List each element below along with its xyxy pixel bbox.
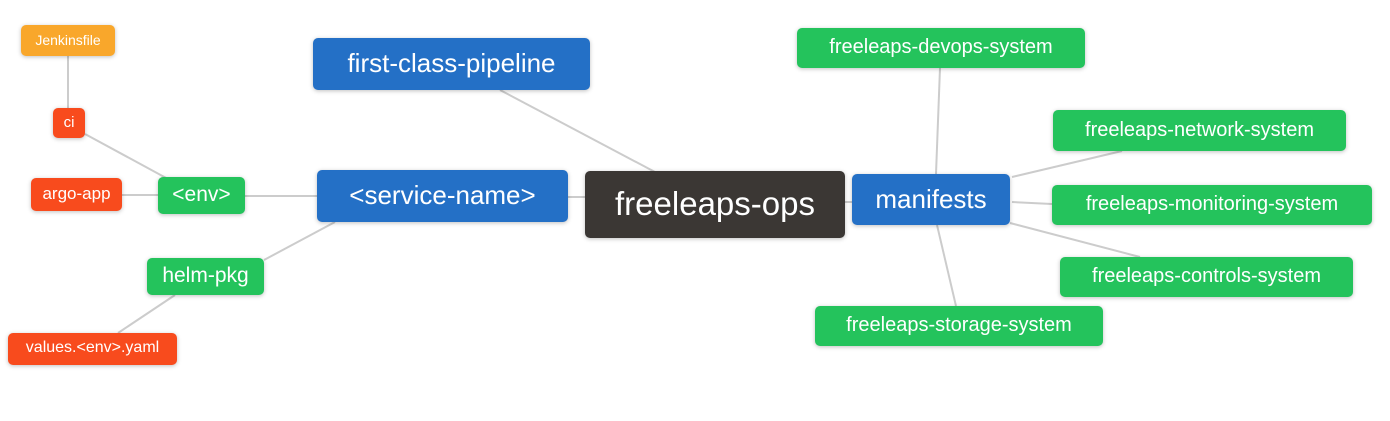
node-freeleaps-ops[interactable]: freeleaps-ops (585, 171, 845, 238)
node-freeleaps-monitoring-system[interactable]: freeleaps-monitoring-system (1052, 185, 1372, 225)
node-label-helm-pkg: helm-pkg (162, 264, 249, 287)
node-label-values-env-yaml: values.<env>.yaml (25, 339, 160, 356)
node-freeleaps-storage-system[interactable]: freeleaps-storage-system (815, 306, 1103, 346)
node-manifests[interactable]: manifests (852, 174, 1010, 225)
node-label-first-class-pipeline: first-class-pipeline (347, 48, 556, 78)
node-jenkinsfile[interactable]: Jenkinsfile (21, 25, 115, 56)
node-label-argo-app: argo-app (42, 184, 111, 203)
edge-manifests-to-freeleaps-controls-system (1009, 222, 1141, 258)
node-env[interactable]: <env> (158, 177, 245, 214)
node-label-manifests: manifests (875, 183, 987, 214)
node-label-freeleaps-storage-system: freeleaps-storage-system (846, 314, 1072, 336)
edge-ci-to-env (84, 133, 169, 180)
node-argo-app[interactable]: argo-app (31, 178, 122, 211)
node-label-service-name: <service-name> (349, 180, 536, 210)
node-label-freeleaps-monitoring-system: freeleaps-monitoring-system (1085, 193, 1339, 215)
edge-helm-pkg-to-values-env-yaml (117, 294, 176, 334)
node-label-freeleaps-controls-system: freeleaps-controls-system (1092, 265, 1321, 287)
node-freeleaps-network-system[interactable]: freeleaps-network-system (1053, 110, 1346, 151)
node-label-freeleaps-devops-system: freeleaps-devops-system (829, 36, 1053, 58)
node-service-name[interactable]: <service-name> (317, 170, 568, 222)
node-freeleaps-controls-system[interactable]: freeleaps-controls-system (1060, 257, 1353, 297)
edge-manifests-to-freeleaps-network-system (1011, 150, 1123, 178)
node-helm-pkg[interactable]: helm-pkg (147, 258, 264, 295)
node-label-jenkinsfile: Jenkinsfile (35, 31, 101, 48)
edge-manifests-to-freeleaps-storage-system (936, 224, 957, 307)
node-label-ci: ci (63, 113, 75, 131)
edge-service-name-to-helm-pkg (263, 221, 336, 261)
edge-manifests-to-freeleaps-monitoring-system (1011, 201, 1053, 205)
node-label-freeleaps-network-system: freeleaps-network-system (1085, 118, 1314, 141)
node-ci[interactable]: ci (53, 108, 85, 138)
node-values-env-yaml[interactable]: values.<env>.yaml (8, 333, 177, 365)
node-label-env: <env> (172, 183, 231, 206)
edge-manifests-to-freeleaps-devops-system (935, 67, 941, 175)
edge-first-class-pipeline-to-freeleaps-ops (499, 89, 656, 173)
node-freeleaps-devops-system[interactable]: freeleaps-devops-system (797, 28, 1085, 68)
node-label-freeleaps-ops: freeleaps-ops (615, 185, 815, 222)
node-first-class-pipeline[interactable]: first-class-pipeline (313, 38, 590, 90)
